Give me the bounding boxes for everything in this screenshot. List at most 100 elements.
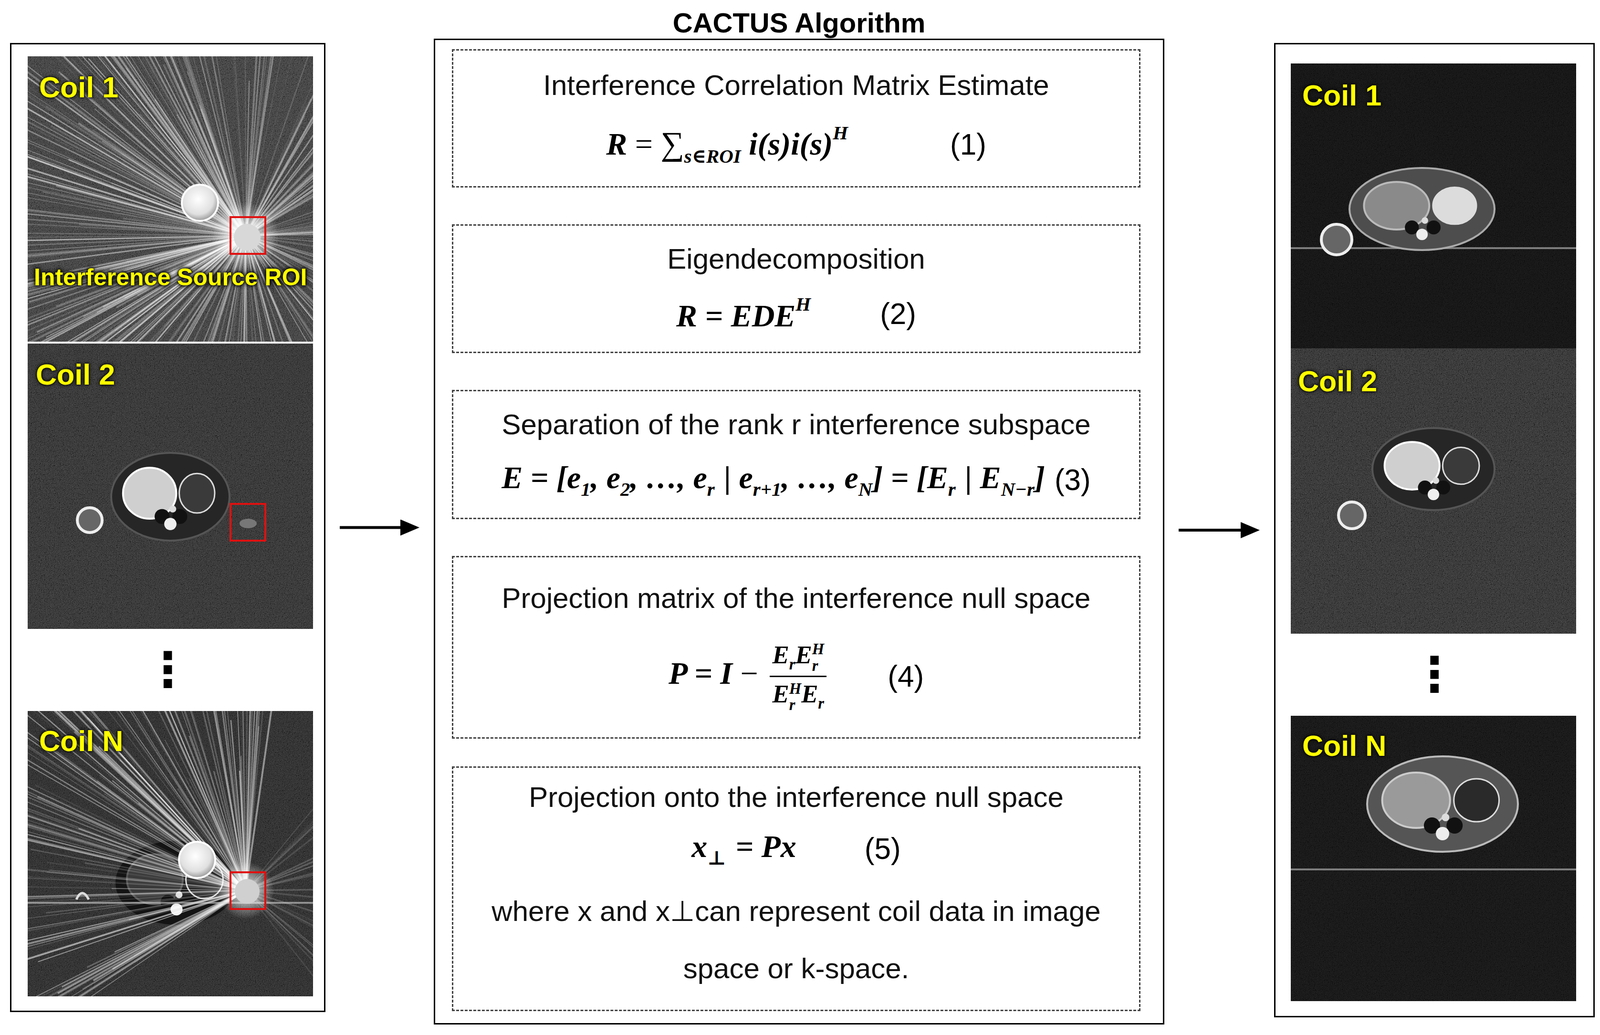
artifact-streak — [245, 711, 314, 891]
math-symbol: E — [772, 679, 789, 708]
artifact-streak — [27, 120, 246, 236]
equation: x⊥= Px — [691, 826, 797, 871]
math-symbol: E — [794, 640, 812, 669]
equation: R = EDEH — [676, 292, 811, 336]
artifact-streak — [27, 711, 246, 891]
step-heading: Projection matrix of the interference nu… — [501, 581, 1091, 616]
artifact-streak — [27, 711, 246, 891]
phantom-marker — [76, 893, 89, 900]
artifact-streak — [33, 711, 246, 891]
image-noise — [1290, 63, 1577, 349]
math-symbol: R = EDE — [676, 298, 796, 334]
math-symbol: i(s)i(s) — [748, 126, 833, 162]
mri-slice — [27, 343, 314, 629]
stomach — [179, 473, 215, 513]
liver — [1382, 772, 1451, 828]
equation-row: x⊥= Px(5) — [691, 826, 901, 871]
phantom-marker — [1321, 224, 1352, 255]
artifact-streak — [27, 711, 246, 891]
math-symbol: N−r — [1001, 478, 1035, 501]
coil-label: Coil 1 — [39, 71, 119, 104]
artifact-streak — [27, 56, 246, 236]
math-symbol: | e — [723, 460, 753, 495]
spine — [1427, 488, 1440, 501]
step-heading: Separation of the rank r interference su… — [501, 407, 1091, 442]
artifact-streak — [27, 890, 246, 997]
flow-arrow — [339, 526, 410, 530]
math-symbol: ∑ — [660, 125, 684, 162]
math-symbol: 1 — [580, 478, 591, 501]
artifact-streak — [27, 711, 246, 891]
mri-slice — [1290, 63, 1577, 349]
artifact-streak — [27, 56, 246, 236]
image-ground — [1290, 715, 1577, 1002]
coil-image: Coil 2 — [1290, 348, 1577, 634]
index-stack: Hr — [789, 680, 802, 714]
math-symbol: N — [858, 478, 873, 501]
aorta — [1421, 217, 1429, 224]
coil-image: Coil N — [1290, 715, 1577, 1002]
body-outline — [1372, 428, 1495, 511]
mri-slice — [1290, 348, 1577, 634]
artifact-streak — [27, 59, 246, 236]
liver — [1363, 181, 1430, 230]
liver — [1384, 441, 1440, 490]
roi-square — [230, 872, 266, 910]
step-box: Separation of the rank r interference su… — [451, 389, 1141, 520]
spine — [164, 517, 177, 531]
equation-number: (4) — [887, 658, 924, 696]
equation: E = [e1, e2, …, er| er+1, …, eN] = [Er| … — [501, 458, 1046, 502]
artifact-streak — [245, 711, 314, 891]
artifact-streak — [27, 711, 246, 891]
math-symbol: r — [948, 478, 956, 501]
index-stack: Hr — [812, 640, 825, 674]
artifact-streak — [27, 761, 246, 891]
math-symbol: E — [772, 640, 789, 669]
artifact-streak — [27, 890, 246, 997]
artifact-streak — [27, 890, 246, 988]
equation-row: R = EDEH (2) — [676, 292, 917, 336]
algorithm-title: CACTUS Algorithm — [435, 7, 1163, 39]
math-superscript: H — [789, 680, 802, 697]
artifact-streak — [27, 711, 246, 891]
artifact-streak — [27, 871, 246, 891]
artifact-streak — [27, 711, 246, 891]
artifact-streak — [27, 711, 246, 891]
image-noise — [1290, 348, 1577, 634]
note-text: where x and x⊥can represent coil data in… — [467, 882, 1126, 998]
math-symbol: r — [817, 694, 825, 712]
equation-number: (2) — [879, 295, 917, 333]
equation-number: (3) — [1054, 461, 1091, 499]
numerator: ErEHr — [769, 639, 827, 678]
artifact-streak — [27, 56, 246, 236]
fraction: ErEHrEHrEr — [769, 639, 827, 714]
math-symbol: r — [707, 478, 715, 501]
artifact-streak — [27, 711, 246, 891]
math-symbol: , e — [590, 460, 621, 495]
math-symbol: R — [606, 126, 628, 162]
math-symbol: E = [e — [501, 460, 581, 495]
body-outline — [111, 452, 230, 541]
image-ground — [27, 711, 314, 997]
output-panel: ⋮Coil 1Coil 2Coil N — [1274, 42, 1595, 1018]
step-box: Interference Correlation Matrix Estimate… — [451, 49, 1141, 188]
interference-source — [234, 878, 260, 904]
table-line — [1290, 868, 1577, 871]
artifact-streak — [27, 58, 246, 236]
math-symbol: = Px — [735, 828, 796, 864]
equation: P = I−ErEHrEHrEr — [668, 639, 831, 714]
artifact-streak — [27, 56, 246, 236]
artifact-streak — [27, 56, 246, 236]
artifact-streak — [27, 711, 246, 891]
math-subscript: r — [789, 696, 802, 713]
artifact-streak — [27, 890, 246, 997]
artifact-streak — [27, 56, 246, 236]
artifact-streak — [245, 711, 314, 891]
coil-label: Coil N — [1302, 730, 1387, 763]
ellipsis: ⋮ — [11, 646, 325, 694]
artifact-streak — [27, 711, 246, 891]
artifact-streak — [31, 711, 246, 891]
artifact-streak — [27, 890, 246, 997]
artifact-streak — [166, 711, 246, 891]
